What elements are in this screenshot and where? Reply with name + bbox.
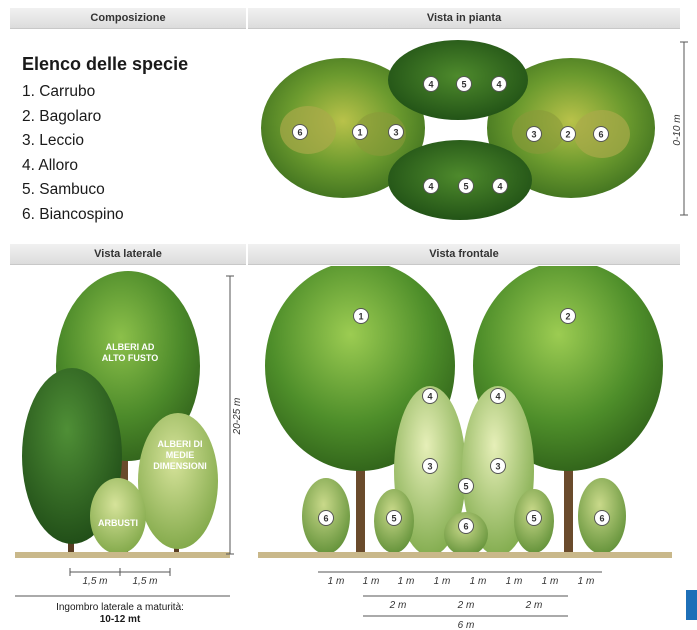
plan-canopy-bottom xyxy=(388,140,532,220)
side-medium-tree xyxy=(138,413,218,549)
side-label-tall-1: ALBERI AD xyxy=(106,342,155,352)
side-view-illustration: ALBERI AD ALTO FUSTO ALBERI DI MEDIE DIM… xyxy=(10,266,246,600)
list-item: 4. Alloro xyxy=(22,154,124,179)
corner-badge xyxy=(686,590,697,620)
front-marker-label: 6 xyxy=(599,514,604,524)
front-row1-label: 1 m xyxy=(328,576,345,587)
front-view-illustration: 1 2 4 4 3 3 5 6 5 6 5 6 1 m 1 m 1 m 1 m … xyxy=(248,266,684,630)
side-label-tall-2: ALTO FUSTO xyxy=(102,353,159,363)
species-list-title: Elenco delle specie xyxy=(22,54,188,75)
side-footnote: Ingombro laterale a maturità: 10-12 mt xyxy=(20,602,220,626)
side-spacing-right: 1,5 m xyxy=(132,576,157,587)
front-marker-label: 6 xyxy=(463,522,468,532)
plan-marker-label: 1 xyxy=(357,128,362,138)
list-item: 5. Sambuco xyxy=(22,178,124,203)
side-shrub xyxy=(90,478,146,554)
front-view-header: Vista frontale xyxy=(248,244,680,265)
side-view-header: Vista laterale xyxy=(10,244,246,265)
front-marker-label: 5 xyxy=(531,514,536,524)
front-row1-label: 1 m xyxy=(470,576,487,587)
front-row1-label: 1 m xyxy=(434,576,451,587)
side-label-medium-1: ALBERI DI xyxy=(158,439,203,449)
side-label-medium-3: DIMENSIONI xyxy=(153,461,207,471)
front-marker-label: 1 xyxy=(358,312,363,322)
plan-view-header: Vista in pianta xyxy=(248,8,680,29)
front-row2-label: 2 m xyxy=(389,600,407,611)
front-marker-label: 3 xyxy=(427,462,432,472)
front-marker-label: 4 xyxy=(495,392,500,402)
list-item: 3. Leccio xyxy=(22,129,124,154)
side-footnote-line2: 10-12 mt xyxy=(20,614,220,626)
list-item: 6. Biancospino xyxy=(22,203,124,228)
plan-marker-label: 3 xyxy=(531,130,536,140)
front-row3-label: 6 m xyxy=(458,620,475,630)
plan-marker-label: 3 xyxy=(393,128,398,138)
front-marker-label: 5 xyxy=(391,514,396,524)
plan-marker-label: 5 xyxy=(463,182,468,192)
side-spacing-left: 1,5 m xyxy=(82,576,107,587)
plan-marker-label: 2 xyxy=(565,130,570,140)
plan-view-illustration: 6 1 3 4 5 4 3 2 6 4 5 4 0-10 m xyxy=(248,30,688,230)
front-row2-label: 2 m xyxy=(457,600,475,611)
front-row1-label: 1 m xyxy=(578,576,595,587)
plan-marker-label: 5 xyxy=(461,80,466,90)
list-item: 2. Bagolaro xyxy=(22,105,124,130)
front-row1-label: 1 m xyxy=(398,576,415,587)
front-row1-label: 1 m xyxy=(506,576,523,587)
plan-marker-label: 4 xyxy=(497,182,502,192)
front-marker-label: 3 xyxy=(495,462,500,472)
front-row2-label: 2 m xyxy=(525,600,543,611)
plan-marker-label: 6 xyxy=(598,130,603,140)
composition-header: Composizione xyxy=(10,8,246,29)
front-marker-label: 4 xyxy=(427,392,432,402)
plan-marker-label: 4 xyxy=(428,182,433,192)
side-footnote-line1: Ingombro laterale a maturità: xyxy=(20,602,220,614)
plan-marker-label: 4 xyxy=(496,80,501,90)
plan-width-label: 0-10 m xyxy=(672,114,683,145)
front-row1-label: 1 m xyxy=(363,576,380,587)
front-marker-label: 6 xyxy=(323,514,328,524)
front-row1-label: 1 m xyxy=(542,576,559,587)
side-height-label: 20-25 m xyxy=(232,398,243,436)
plan-marker-label: 4 xyxy=(428,80,433,90)
plan-marker-label: 6 xyxy=(297,128,302,138)
species-list: 1. Carrubo 2. Bagolaro 3. Leccio 4. Allo… xyxy=(22,80,124,227)
side-label-medium-2: MEDIE xyxy=(166,450,195,460)
side-label-shrubs: ARBUSTI xyxy=(98,518,138,528)
front-marker-label: 2 xyxy=(565,312,570,322)
front-marker-label: 5 xyxy=(463,482,468,492)
list-item: 1. Carrubo xyxy=(22,80,124,105)
